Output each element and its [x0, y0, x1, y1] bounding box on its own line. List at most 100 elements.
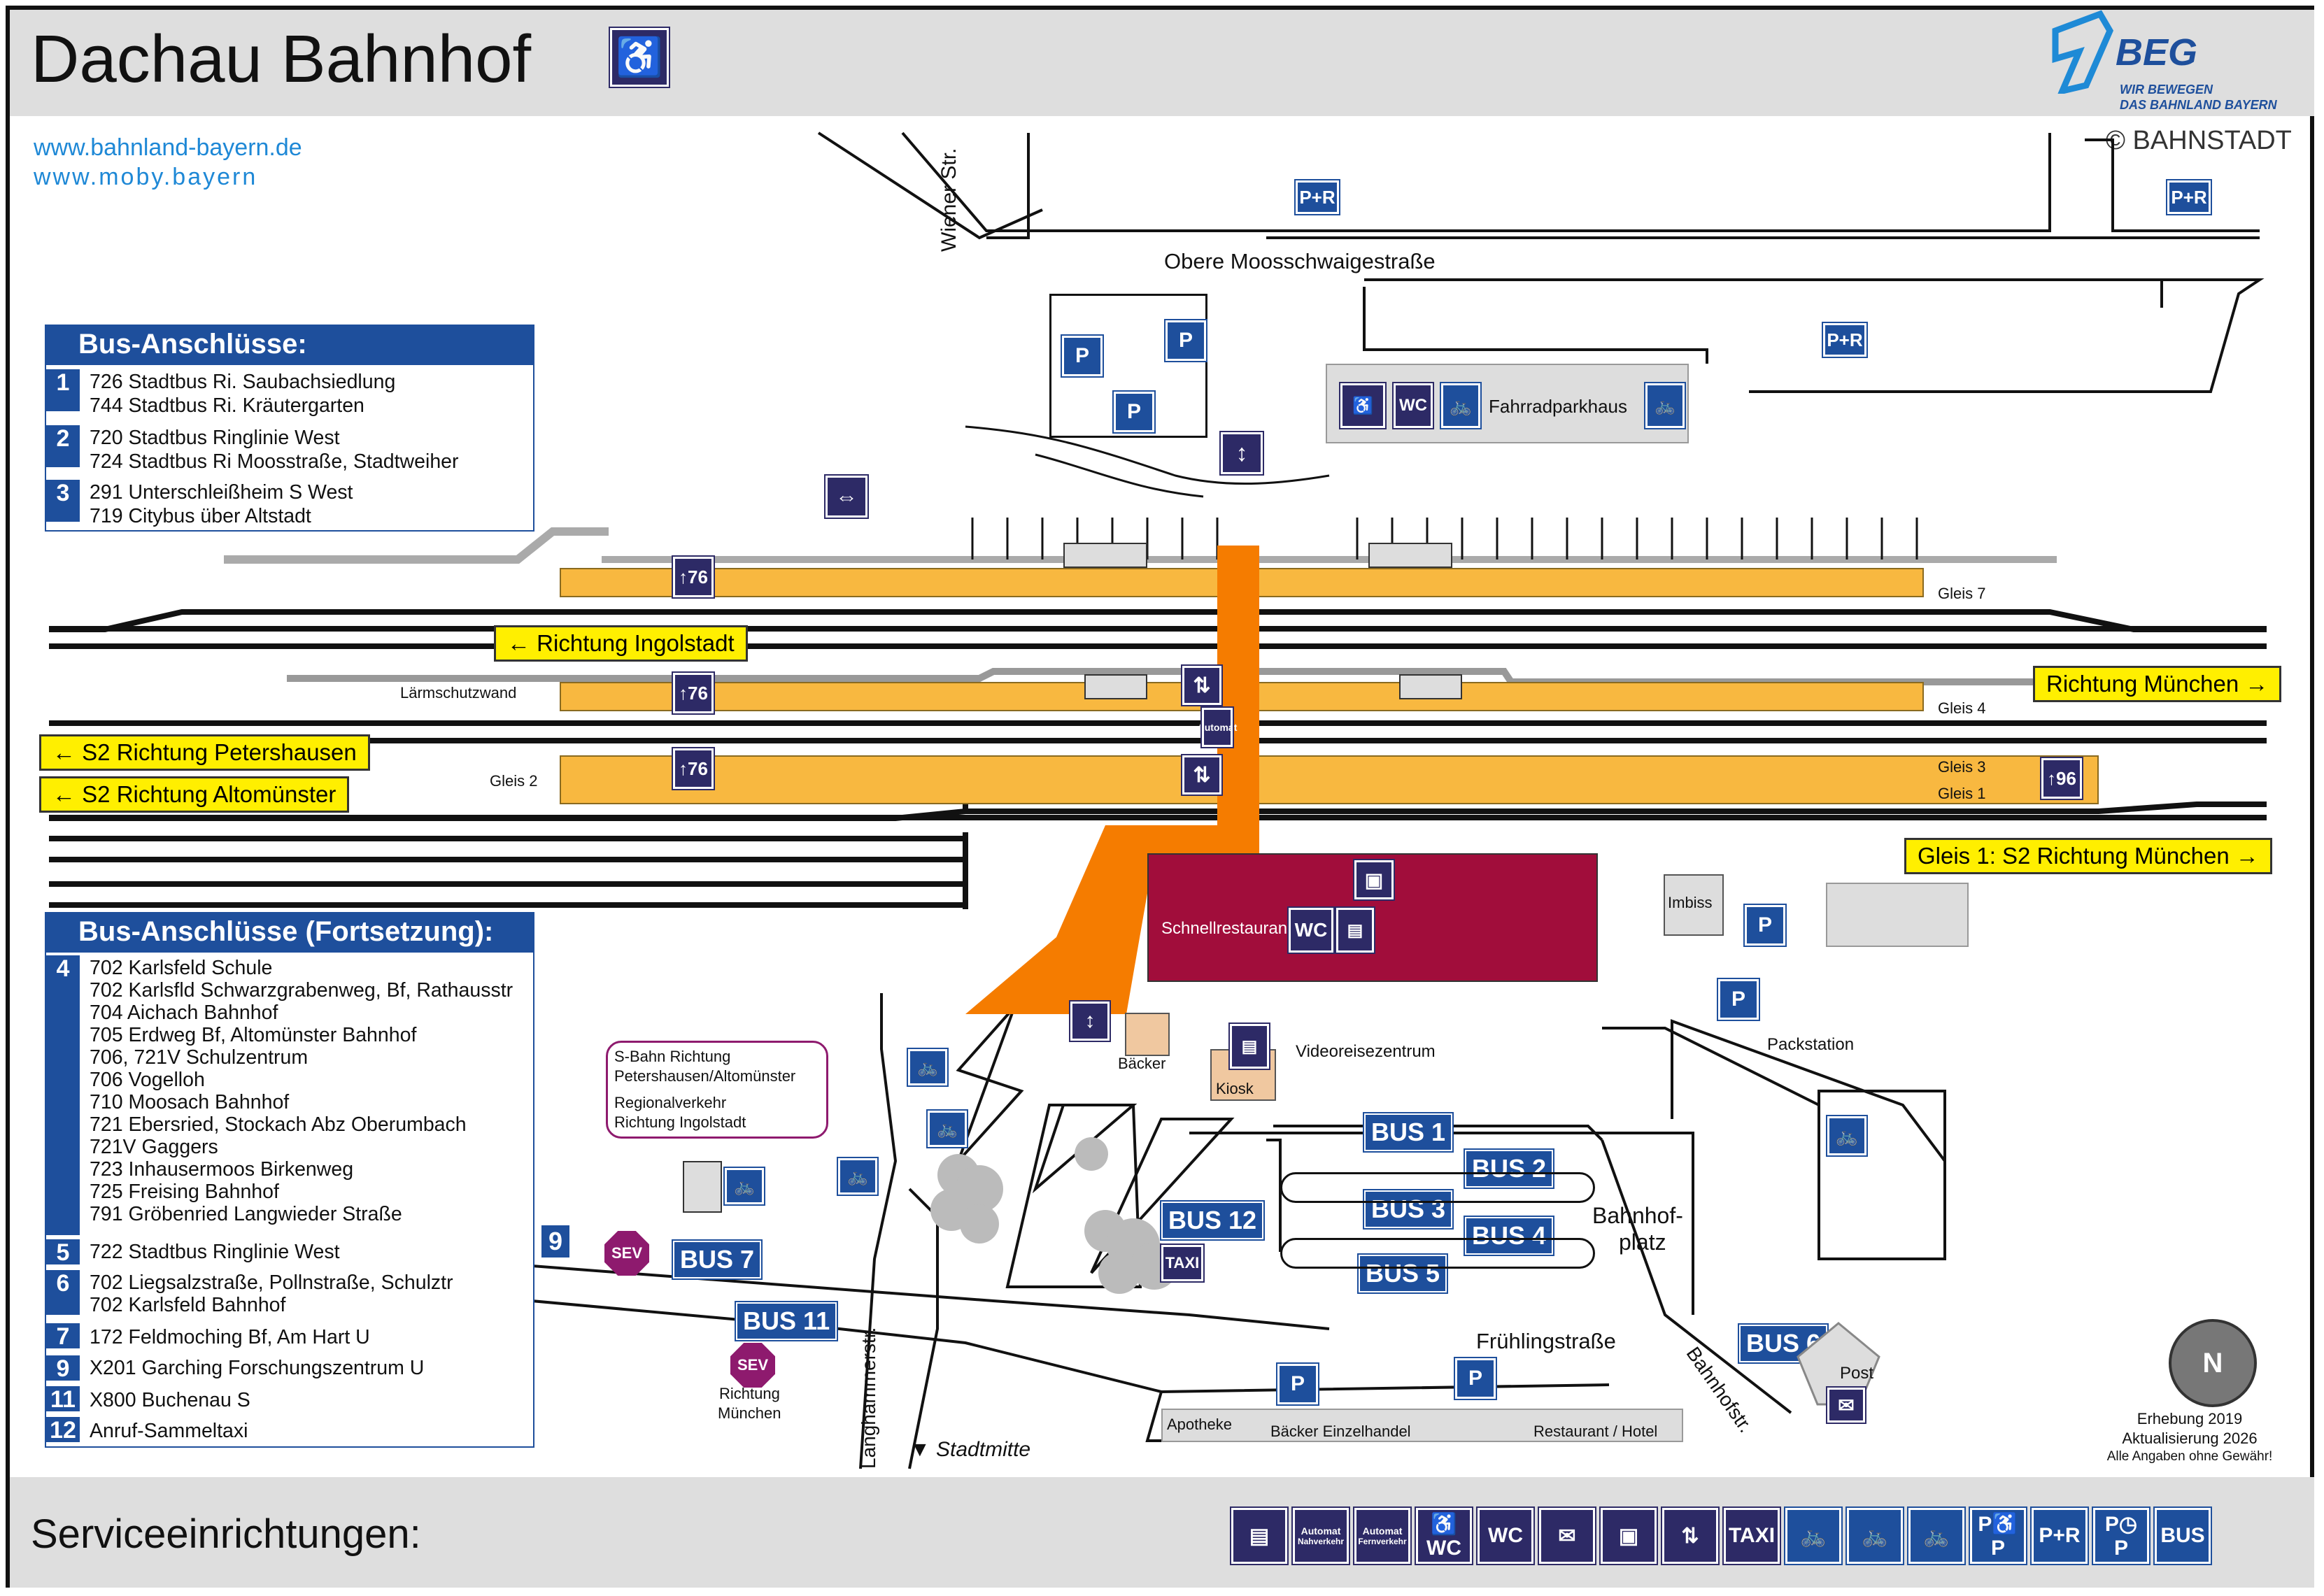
bus-stop-4: BUS 4 — [1463, 1216, 1555, 1256]
legend-label: BUS — [2160, 1524, 2205, 1547]
elevator-icon: ⇅ — [1181, 664, 1223, 706]
bahnhofplatz-label-1: Bahnhof- — [1592, 1203, 1683, 1228]
bus-group-number: 6 — [46, 1270, 80, 1315]
bus-stop-2: BUS 2 — [1463, 1148, 1555, 1189]
bus-stop-9: 9 — [540, 1224, 572, 1259]
bus-label: BUS — [1472, 1221, 1526, 1250]
legend-glyph: P◷ — [2104, 1512, 2138, 1536]
bus-stop-number: 11 — [803, 1306, 830, 1335]
legend-label: WC — [1488, 1524, 1523, 1547]
bus-panel-1: 1 726 Stadtbus Ri. Saubachsiedlung 744 S… — [45, 364, 534, 532]
bus-stop-12: BUS 12 — [1159, 1200, 1266, 1241]
restaurant-label: Schnellrestaurant — [1161, 919, 1292, 938]
bus-stop-number: 4 — [1532, 1221, 1547, 1250]
bus-line: 710 Moosach Bahnhof — [90, 1091, 290, 1113]
sign-petershausen-text: S2 Richtung Petershausen — [82, 739, 357, 765]
legend-glyph: ♿ — [1431, 1512, 1457, 1536]
elevator-icon: ⇅ — [1661, 1506, 1720, 1565]
bus-label: BUS — [1746, 1329, 1800, 1358]
sign-ingolstadt: ← Richtung Ingolstadt — [494, 625, 748, 662]
platform-length-icon: ↑76 — [672, 555, 715, 599]
bus-stop-number: 12 — [1228, 1206, 1257, 1234]
imbiss-building — [1664, 874, 1724, 936]
sign-muenchen-text: Richtung München — [2046, 671, 2239, 697]
track — [49, 836, 965, 841]
ticket-machine-icon: ▤ — [1335, 906, 1375, 954]
footer-title: Serviceeinrichtungen: — [31, 1511, 421, 1557]
disabled-parking-icon: P — [1717, 978, 1760, 1021]
bus-line: 719 Citybus über Altstadt — [90, 505, 311, 527]
bike-box-icon: 🚲 — [1845, 1506, 1904, 1565]
shelter — [1084, 674, 1147, 699]
track — [49, 720, 2267, 726]
luggage-locker-icon: ▣ — [1353, 859, 1395, 901]
bus-panel-2: 4 702 Karlsfeld Schule 702 Karlsfld Schw… — [45, 951, 534, 1448]
survey-line2: Aktualisierung 2026 — [2122, 1430, 2258, 1447]
link-bahnland[interactable]: www.bahnland-bayern.de — [34, 134, 302, 161]
platform-length-icon: ↑76 — [672, 671, 715, 715]
copyright-text: © BAHNSTADT — [2106, 126, 2292, 155]
bus-line: 725 Freising Bahnhof — [90, 1181, 279, 1203]
sign-petershausen: ← S2 Richtung Petershausen — [39, 734, 370, 771]
sign-altomuenster-text: S2 Richtung Altomünster — [82, 781, 336, 807]
bus-line: 706 Vogelloh — [90, 1069, 205, 1091]
ticket-counter-icon: ▤ — [1230, 1506, 1289, 1565]
legend-glyph: ▤ — [1249, 1524, 1270, 1548]
bus-line: 726 Stadtbus Ri. Saubachsiedlung — [90, 371, 396, 393]
platform-length-value: 76 — [688, 757, 708, 779]
survey-line3: Alle Angaben ohne Gewähr! — [2106, 1449, 2273, 1464]
bus-stop-3: BUS 3 — [1362, 1189, 1454, 1230]
bus-label: BUS — [1366, 1259, 1419, 1288]
bus-line: 702 Karlsfeld Schule — [90, 957, 273, 979]
bus-label: BUS — [1472, 1154, 1526, 1183]
bus-line: 791 Gröbenried Langwieder Straße — [90, 1203, 402, 1225]
legend-glyph: ⇅ — [1681, 1524, 1699, 1548]
elevator-icon: ↕ — [1069, 1000, 1111, 1042]
baecker-label: Bäcker — [1118, 1055, 1166, 1072]
street-obere: Obere Moosschwaigestraße — [1164, 249, 1436, 273]
platform-gleis-1-2-3 — [560, 755, 2099, 804]
elevator-icon: ⇅ — [1181, 754, 1223, 796]
track — [49, 902, 965, 908]
bus-island — [1280, 1172, 1595, 1203]
track — [49, 857, 965, 862]
bus-line: 702 Liegsalzstraße, Pollnstraße, Schulzt… — [90, 1271, 453, 1294]
label-gleis-4: Gleis 4 — [1938, 699, 1986, 717]
bus-group-number: 11 — [46, 1386, 80, 1413]
bus-line: 720 Stadtbus Ringlinie West — [90, 427, 340, 449]
bike-parking-icon: 🚲 — [907, 1048, 949, 1087]
imbiss-label: Imbiss — [1668, 894, 1713, 911]
sign-gleis1-text: Gleis 1: S2 Richtung München — [1918, 843, 2230, 869]
track — [49, 643, 2267, 649]
legend-glyph: 🚲 — [1862, 1524, 1888, 1548]
legend-label: P — [1990, 1536, 2005, 1560]
bus-label: BUS — [680, 1245, 734, 1274]
bus-stop-number: 1 — [1431, 1118, 1446, 1146]
beg-tagline-2: DAS BAHNLAND BAYERN — [2120, 98, 2277, 112]
bike-rental-icon: 🚲 — [1644, 382, 1686, 429]
sbahn-note-line3: Regionalverkehr — [614, 1094, 727, 1111]
platform-length-icon: ↑76 — [672, 747, 715, 790]
fahrradparkhaus-label: Fahrradparkhaus — [1489, 396, 1627, 417]
stairs-elevator-icon: ↕ — [1219, 431, 1264, 476]
street-fruehling: Frühlingstraße — [1476, 1329, 1616, 1353]
bus-island — [1280, 1238, 1595, 1269]
wheelchair-icon: ♿ — [609, 27, 670, 88]
mail-icon: ✉ — [1826, 1386, 1866, 1424]
taxi-icon: TAXI — [1160, 1244, 1205, 1283]
track — [49, 881, 965, 887]
shelter — [1368, 543, 1452, 568]
short-term-parking-icon: P — [1454, 1357, 1497, 1400]
wc-icon: WC — [1392, 382, 1434, 429]
link-moby[interactable]: www.moby.bayern — [34, 164, 258, 190]
ticket-counter-icon: ▤ — [1228, 1023, 1270, 1070]
bus-line: 702 Karlsfeld Bahnhof — [90, 1294, 286, 1316]
platform-length-value: 76 — [688, 682, 708, 704]
packstation-label: Packstation — [1767, 1035, 1855, 1054]
bus-line: 721V Gaggers — [90, 1136, 218, 1158]
bus-line: 723 Inhausermoos Birkenweg — [90, 1158, 354, 1181]
pedestrian-underpass — [1217, 546, 1259, 839]
legend-label: Automat — [1301, 1525, 1341, 1537]
